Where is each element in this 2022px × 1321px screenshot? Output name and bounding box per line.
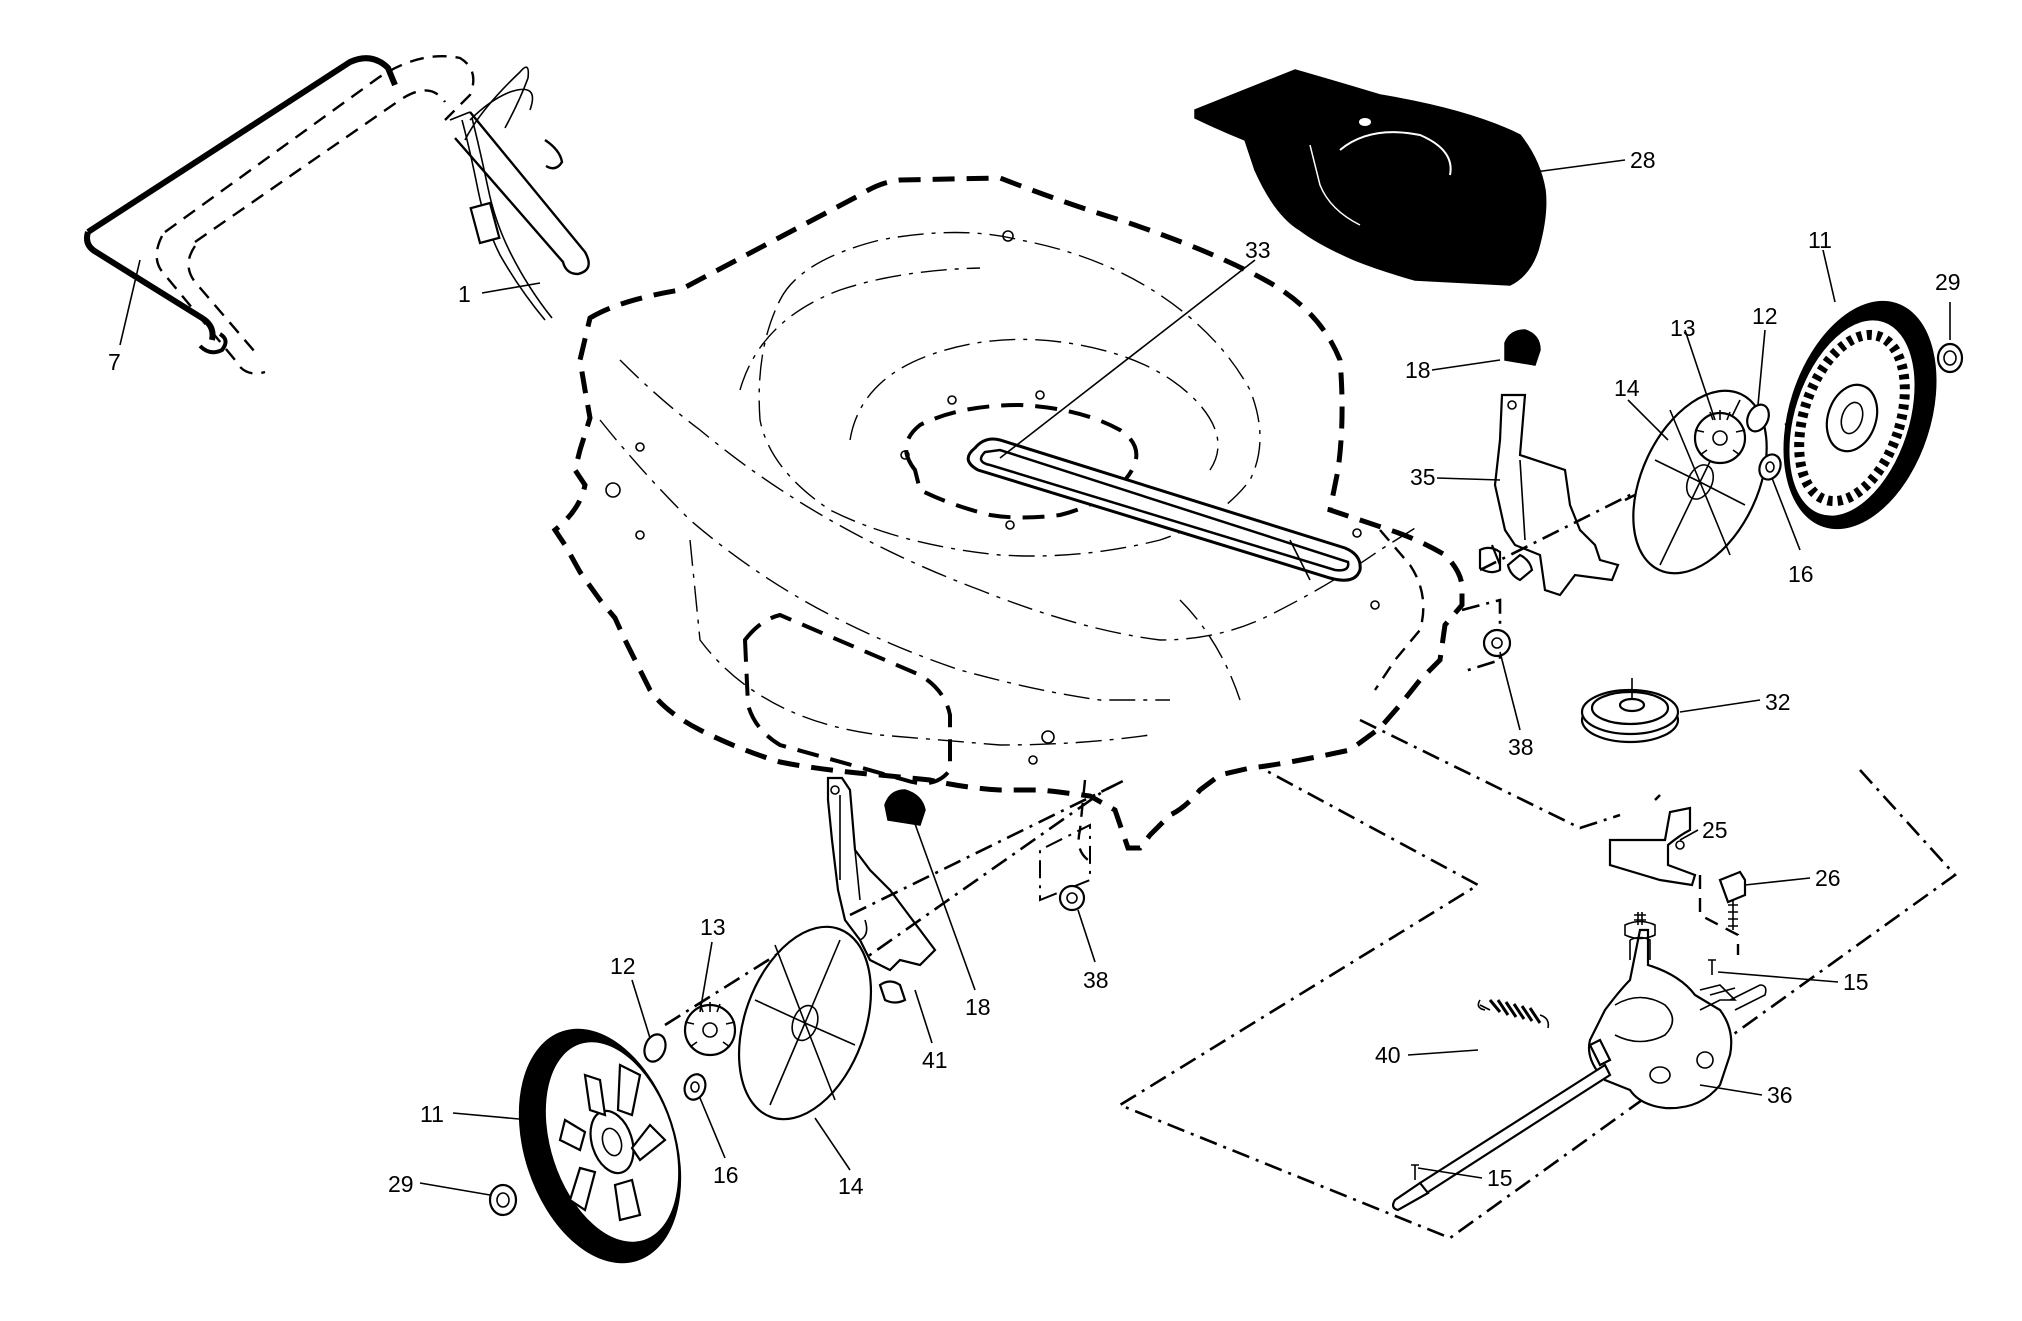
callout-25: 25 [1702,817,1728,843]
right-spacer-38 [1461,598,1512,674]
callout-11-right: 11 [1808,227,1832,253]
callout-labels: 1 7 28 33 11 29 12 13 14 18 35 16 38 32 … [108,147,1961,1199]
callout-1: 1 [458,281,471,307]
engine-cover [1194,69,1547,286]
callout-16-left: 16 [713,1162,739,1188]
left-wheel-nut [488,1183,518,1217]
callout-41: 41 [922,1047,948,1073]
callout-28: 28 [1630,147,1656,173]
upper-pin [1708,959,1716,975]
callout-18-left: 18 [965,994,991,1020]
callout-12-left: 12 [610,953,636,979]
gearbox-axle [1391,984,1767,1212]
callout-29-right: 29 [1935,269,1961,295]
drive-pulley [1580,678,1680,744]
left-wheel [518,1028,682,1264]
callout-12-right: 12 [1752,303,1778,329]
bracket-bolt [1698,870,1747,955]
callout-36: 36 [1767,1082,1793,1108]
callout-38-right: 38 [1508,734,1534,760]
callout-13-right: 13 [1670,315,1696,341]
right-washer [1758,453,1782,481]
callout-7: 7 [108,349,121,375]
right-wheel [1783,300,1937,530]
callout-35: 35 [1410,464,1436,490]
left-handle-knob [884,789,926,826]
callout-38-left: 38 [1083,967,1109,993]
callout-18-right: 18 [1405,357,1431,383]
left-hubcap [737,925,873,1121]
control-cable [461,66,553,321]
mower-deck [551,175,1465,861]
callout-15-lower: 15 [1487,1165,1513,1191]
callout-29-left: 29 [388,1171,414,1197]
spring [1477,999,1550,1029]
left-retaining-ring [643,1033,667,1063]
lower-pin [1411,1164,1419,1180]
callout-14-right: 14 [1614,375,1640,401]
right-hubcap [1632,389,1768,575]
left-washer [683,1073,707,1101]
right-retaining-ring [1746,403,1770,433]
left-drive-gear [683,1002,737,1057]
left-height-adjuster [826,776,937,1004]
right-drive-gear [1693,410,1747,465]
gearbox [1587,912,1737,1110]
callout-11-left: 11 [420,1101,444,1127]
callout-15-upper: 15 [1843,969,1869,995]
left-spacer-38 [1058,884,1086,912]
drive-belt [966,437,1362,582]
callout-13-left: 13 [700,914,726,940]
callout-14-left: 14 [838,1173,864,1199]
right-height-adjuster [1478,329,1620,597]
gearbox-dashed-frame [1117,718,1957,1240]
gearbox-bracket [1608,806,1697,887]
callout-16-right: 16 [1788,561,1814,587]
callout-32: 32 [1765,689,1791,715]
callout-26: 26 [1815,865,1841,891]
leader-lines [119,159,1951,1196]
callout-33: 33 [1245,237,1271,263]
right-wheel-nut [1936,342,1964,374]
callout-40: 40 [1375,1042,1401,1068]
handle-assembly [84,55,590,375]
